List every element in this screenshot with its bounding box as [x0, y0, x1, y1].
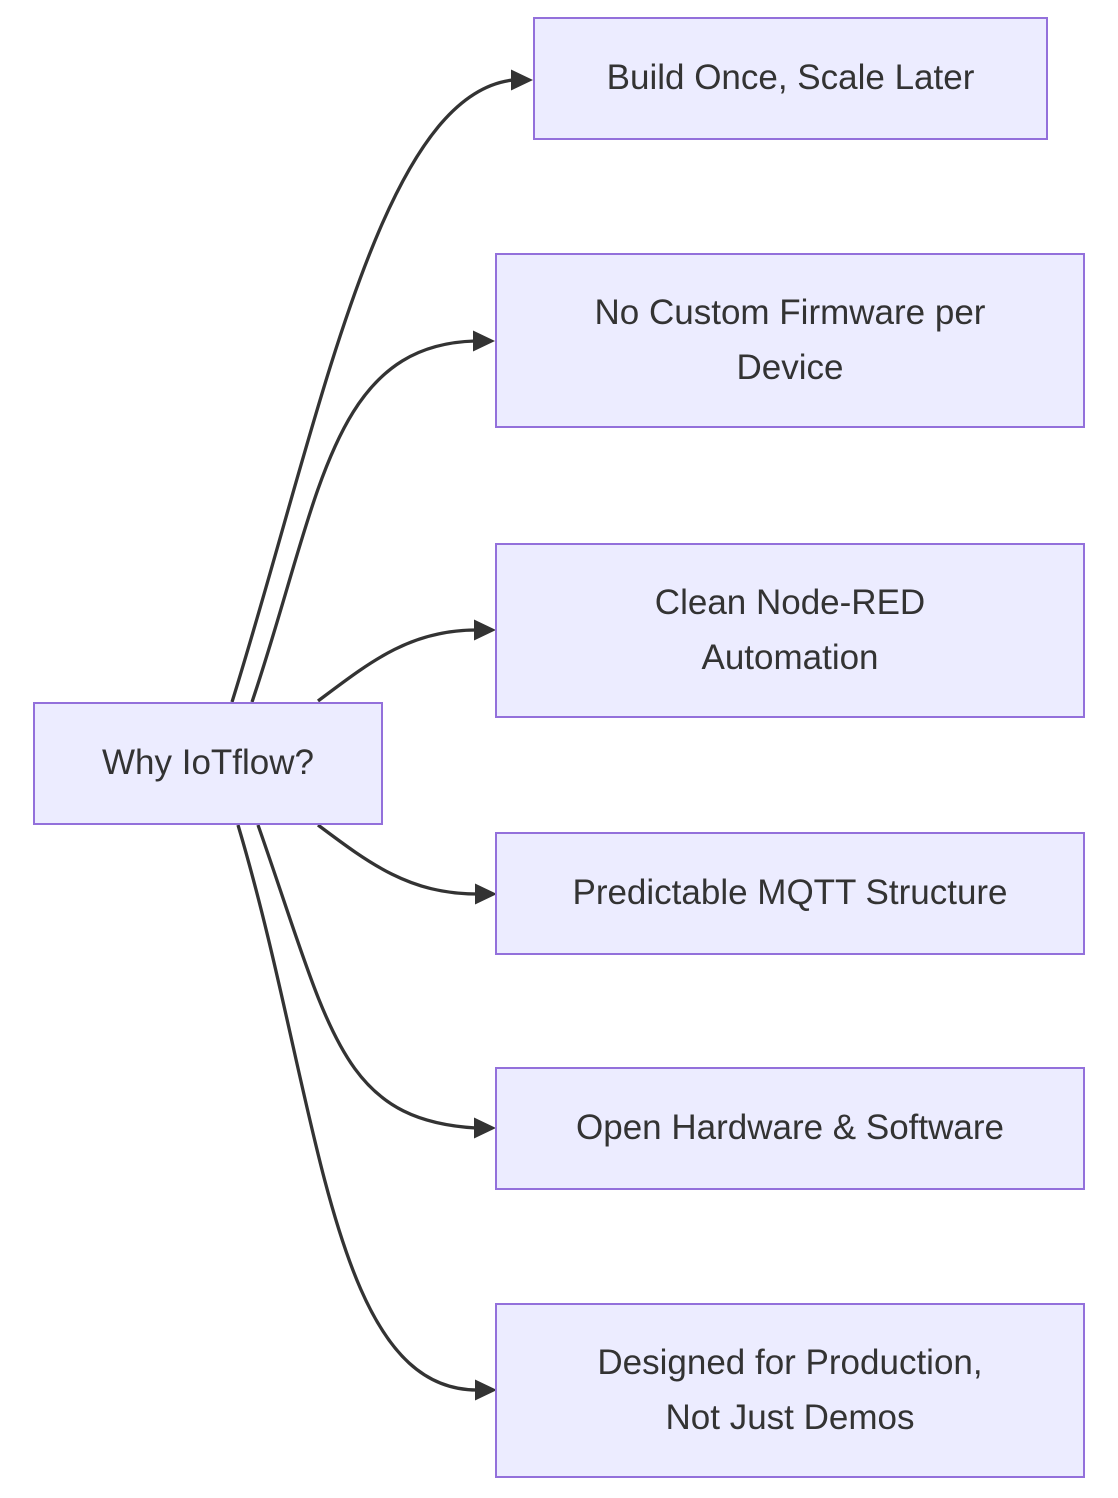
- arrowhead-icon: [474, 1117, 496, 1139]
- node-build-once-scale-later: Build Once, Scale Later: [533, 17, 1048, 140]
- node-designed-for-production: Designed for Production, Not Just Demos: [495, 1303, 1085, 1478]
- edge-to-build-once: [230, 78, 514, 703]
- node-label: Designed for Production, Not Just Demos: [597, 1343, 983, 1437]
- edge-to-open-hardware: [256, 824, 477, 1130]
- node-label: Clean Node-RED Automation: [654, 583, 926, 677]
- node-no-custom-firmware: No Custom Firmware per Device: [495, 253, 1085, 428]
- edge-to-no-custom-firmware: [250, 339, 476, 703]
- node-predictable-mqtt-structure: Predictable MQTT Structure: [495, 832, 1085, 955]
- edge-to-clean-node-red: [317, 628, 477, 703]
- node-label: Why IoTflow?: [102, 743, 314, 783]
- arrowhead-icon: [474, 619, 496, 641]
- node-label: Build Once, Scale Later: [606, 58, 975, 98]
- node-label: Open Hardware & Software: [576, 1108, 1004, 1148]
- edge-to-predictable-mqtt: [317, 823, 478, 896]
- arrowhead-icon: [475, 883, 497, 905]
- arrowhead-icon: [511, 69, 533, 91]
- node-why-iotflow: Why IoTflow?: [33, 702, 383, 825]
- arrowhead-icon: [473, 330, 495, 352]
- arrowhead-icon: [475, 1379, 497, 1401]
- node-label: No Custom Firmware per Device: [594, 293, 986, 387]
- edge-to-designed-for-production: [236, 824, 478, 1392]
- node-open-hardware-software: Open Hardware & Software: [495, 1067, 1085, 1190]
- node-clean-node-red-automation: Clean Node-RED Automation: [495, 543, 1085, 718]
- node-label: Predictable MQTT Structure: [572, 873, 1008, 913]
